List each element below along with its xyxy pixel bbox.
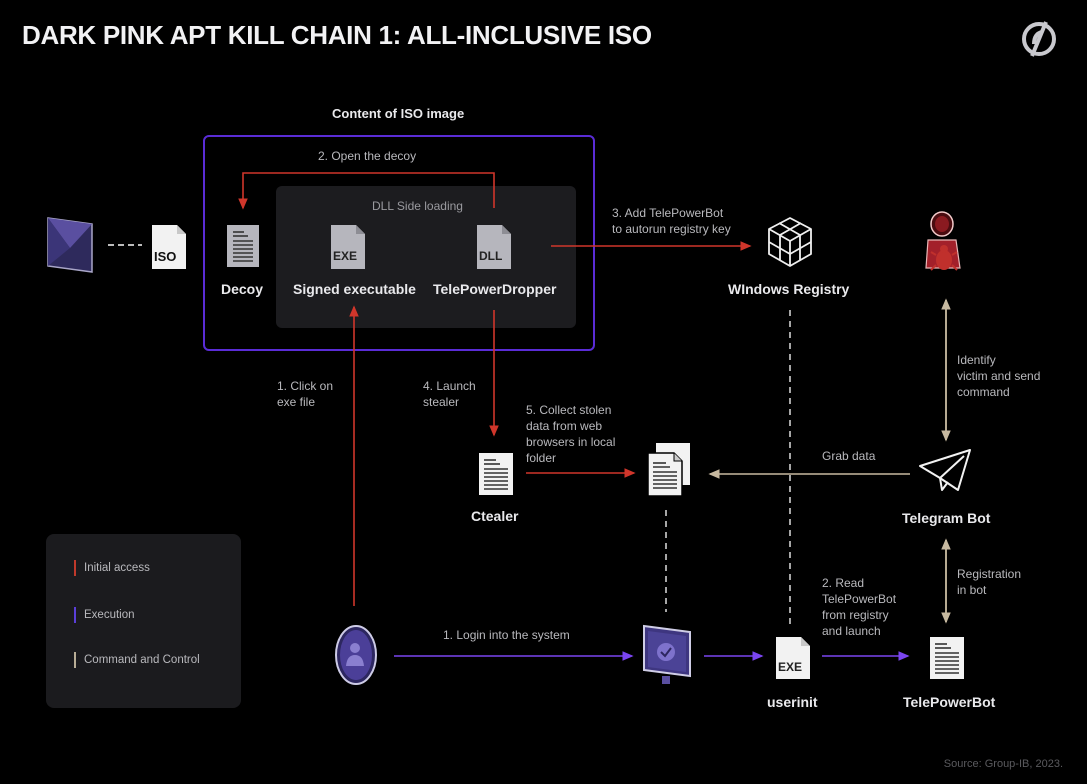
step-identify-victim-line-3: command (957, 385, 1010, 399)
legend-label-c2: Command and Control (84, 654, 200, 666)
step-identify-victim-line-2: victim and send (957, 369, 1041, 383)
exe-file-icon (776, 637, 810, 679)
step-launch-stealer-line-2: stealer (423, 395, 460, 409)
legend-label-execution: Execution (84, 609, 135, 621)
ctealer-document-icon (479, 453, 513, 495)
signed-executable-file: EXE (330, 224, 366, 275)
step-grab-data: Grab data (822, 449, 876, 463)
step-click-exe-line-1: 1. Click on (277, 379, 334, 393)
step-read-registry-line-3: from registry (822, 608, 889, 622)
step-click-exe: 1. Click on exe file (277, 378, 333, 410)
iso-file-icon (152, 225, 186, 269)
email-envelope-icon (47, 217, 93, 273)
step-launch-stealer-line-1: 4. Launch (423, 379, 476, 393)
telepowerdropper-label: TelePowerDropper (433, 281, 557, 297)
legend-swatch-c2 (74, 652, 76, 668)
userinit-file: EXE (775, 636, 811, 685)
userinit-exe-tag: EXE (778, 660, 803, 674)
step-collect-data-line-1: 5. Collect stolen (526, 403, 612, 417)
group-ib-logo-icon (1022, 21, 1056, 57)
iso-file-tag: ISO (154, 249, 177, 264)
step-identify-victim-line-1: Identify (957, 353, 996, 367)
registry-label: WIndows Registry (728, 281, 850, 297)
step-registration-line-1: Registration (957, 567, 1022, 581)
step-collect-data: 5. Collect stolen data from web browsers… (526, 402, 615, 466)
legend-item-execution: Execution (74, 607, 135, 623)
telegram-plane-icon (919, 449, 971, 491)
source-citation: Source: Group-IB, 2023. (943, 758, 1063, 770)
step-registration-line-2: in bot (957, 583, 987, 597)
telepowerbot-document-icon (930, 637, 964, 679)
dll-side-loading-label: DLL Side loading (372, 199, 463, 213)
iso-file: ISO (151, 224, 187, 275)
userinit-label: userinit (767, 694, 818, 710)
signed-executable-label: Signed executable (293, 281, 416, 297)
step-login: 1. Login into the system (443, 628, 570, 642)
telepowerbot-label: TelePowerBot (903, 694, 996, 710)
dll-file-icon (477, 225, 511, 269)
decoy-label: Decoy (221, 281, 264, 297)
legend-swatch-initial-access (74, 560, 76, 576)
step-read-registry-line-4: and launch (822, 624, 881, 638)
legend: Initial access Execution Command and Con… (46, 534, 241, 708)
exe-file-icon (331, 225, 365, 269)
step-add-registry-line-2: to autorun registry key (612, 222, 731, 236)
telepowerdropper-file: DLL (476, 224, 512, 275)
monitor-check-icon[interactable] (642, 624, 692, 686)
step-add-registry: 3. Add TelePowerBot to autorun registry … (612, 205, 731, 237)
step-add-registry-line-1: 3. Add TelePowerBot (612, 206, 724, 220)
legend-label-initial-access: Initial access (84, 562, 150, 574)
dll-tag: DLL (479, 249, 503, 263)
legend-item-command-and-control: Command and Control (74, 652, 200, 668)
step-registration: Registration in bot (957, 566, 1021, 598)
documents-stack-icon (647, 443, 690, 497)
legend-swatch-execution (74, 607, 76, 623)
step-read-registry-line-2: TelePowerBot (822, 592, 897, 606)
step-read-registry-line-1: 2. Read (822, 576, 865, 590)
registry-cubes-icon (768, 217, 812, 267)
iso-content-heading: Content of ISO image (332, 106, 465, 121)
legend-item-initial-access: Initial access (74, 560, 150, 576)
exe-tag: EXE (333, 249, 358, 263)
dll-side-loading-panel (276, 186, 576, 328)
telegram-bot-label: Telegram Bot (902, 510, 991, 526)
user-avatar-icon[interactable] (333, 624, 379, 686)
step-open-decoy: 2. Open the decoy (318, 149, 417, 163)
step-collect-data-line-2: data from web (526, 419, 603, 433)
open-decoy-arrow (238, 172, 495, 210)
page-title: DARK PINK APT KILL CHAIN 1: ALL-INCLUSIV… (22, 20, 652, 50)
step-click-exe-line-2: exe file (277, 395, 316, 409)
step-read-registry: 2. Read TelePowerBot from registry and l… (822, 575, 896, 639)
iso-image-container (203, 135, 595, 351)
step-identify-victim: Identify victim and send command (957, 352, 1040, 400)
attacker-bug-icon (925, 211, 961, 271)
step-collect-data-line-3: browsers in local (526, 435, 616, 449)
decoy-document-icon (227, 225, 259, 267)
step-launch-stealer: 4. Launch stealer (423, 378, 476, 410)
ctealer-label: Ctealer (471, 508, 519, 524)
step-collect-data-line-4: folder (526, 451, 557, 465)
